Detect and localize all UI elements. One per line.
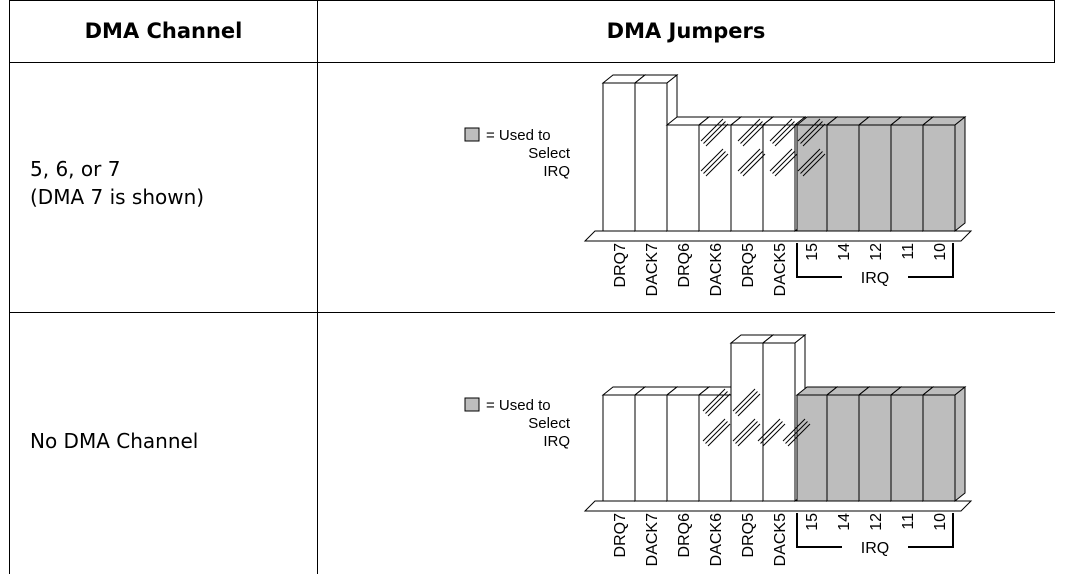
- irq-label-12: 12: [868, 243, 885, 261]
- header-base-ledge: [583, 230, 973, 242]
- header-base-ledge: [583, 500, 973, 512]
- jumper-strap-1: [732, 388, 761, 417]
- pin-label-dack7: DACK7: [644, 243, 661, 296]
- pin-label-drq5: DRQ5: [740, 243, 757, 288]
- pin-label-drq7: DRQ7: [612, 513, 629, 558]
- irq-label-12: 12: [868, 513, 885, 531]
- legend-text-line1: = Used to: [486, 397, 551, 414]
- legend-swatch: [464, 397, 480, 412]
- dma-pin-2-face: [666, 394, 700, 502]
- table-border-top: [9, 0, 1055, 1]
- pin-label-dack5: DACK5: [772, 513, 789, 566]
- legend-swatch: [464, 127, 480, 142]
- jumper-strap-4: [757, 418, 786, 447]
- irq-label-15: 15: [804, 513, 821, 531]
- irq-group-label: IRQ: [861, 540, 889, 557]
- jumper-strap-2: [769, 118, 798, 147]
- dma-pin-1-face: [634, 82, 668, 232]
- row2-channel-cell: No DMA Channel: [30, 427, 198, 455]
- dma-pin-0-face: [602, 82, 636, 232]
- irq-label-10: 10: [932, 513, 949, 531]
- dma-pin-5-face: [762, 124, 796, 232]
- legend-text-line2: Select: [528, 145, 571, 162]
- jumper-strap-1: [737, 118, 766, 147]
- column-divider: [317, 0, 318, 574]
- legend-text-line3: IRQ: [543, 163, 570, 180]
- pin-label-drq5: DRQ5: [740, 513, 757, 558]
- irq-pin-2-face: [858, 124, 892, 232]
- header-base: [583, 230, 973, 242]
- row1-channel-cell: 5, 6, or 7 (DMA 7 is shown): [30, 155, 204, 211]
- legend-text-line2: Select: [528, 415, 571, 432]
- pin-label-dack6: DACK6: [708, 243, 725, 296]
- irq-pin-0-face: [796, 394, 828, 502]
- jumper-strap-5: [782, 418, 811, 447]
- jumper-strap-3: [797, 118, 826, 147]
- table-border-right: [1054, 0, 1055, 62]
- header-base: [583, 500, 973, 512]
- irq-pin-1-face: [826, 394, 860, 502]
- dma-pin-0-face: [602, 394, 636, 502]
- irq-label-11: 11: [900, 243, 917, 260]
- legend-text-line3: IRQ: [543, 433, 570, 450]
- table-border-left: [9, 0, 10, 574]
- jumper-strap-3: [732, 418, 761, 447]
- jumper-strap-0: [702, 388, 731, 417]
- pin-label-drq6: DRQ6: [676, 513, 693, 558]
- pin-label-dack5: DACK5: [772, 243, 789, 296]
- irq-bracket-left: [796, 513, 842, 548]
- header-dma-jumpers: DMA Jumpers: [606, 19, 766, 43]
- jumper-strap-4: [700, 148, 729, 177]
- irq-bracket-left: [796, 243, 842, 278]
- jumper-strap-2: [702, 418, 731, 447]
- irq-label-15: 15: [804, 243, 821, 261]
- irq-pin-4-side: [954, 115, 966, 233]
- row1-channel-line1: 5, 6, or 7: [30, 157, 121, 181]
- jumper-strap-7: [797, 148, 826, 177]
- dma-pin-1-face: [634, 394, 668, 502]
- irq-label-14: 14: [836, 513, 853, 531]
- dma-pin-2-face: [666, 124, 700, 232]
- irq-pin-1-face: [826, 124, 860, 232]
- irq-bracket-right: [908, 513, 954, 548]
- irq-pin-3-face: [890, 124, 924, 232]
- dma-pin-4-face: [730, 342, 764, 502]
- pin-label-drq7: DRQ7: [612, 243, 629, 288]
- irq-pin-4: [921, 115, 967, 233]
- dma-pin-5-face: [762, 342, 796, 502]
- dma-pin-4-face: [730, 124, 764, 232]
- jumper-strap-6: [769, 148, 798, 177]
- irq-pin-4-face: [922, 124, 956, 232]
- irq-pin-0-face: [796, 124, 828, 232]
- pin-label-dack6: DACK6: [708, 513, 725, 566]
- row1-channel-line2: (DMA 7 is shown): [30, 185, 205, 209]
- pin-label-dack7: DACK7: [644, 513, 661, 566]
- irq-pin-4: [921, 385, 967, 503]
- legend-text-line1: = Used to: [486, 127, 551, 144]
- header-dma-channel: DMA Channel: [84, 19, 243, 43]
- irq-label-10: 10: [932, 243, 949, 261]
- irq-pin-4-face: [922, 394, 956, 502]
- irq-bracket-right: [908, 243, 954, 278]
- row2-channel-line1: No DMA Channel: [30, 429, 199, 453]
- irq-label-11: 11: [900, 513, 917, 530]
- irq-pin-3-face: [890, 394, 924, 502]
- header-divider: [9, 62, 1055, 63]
- irq-label-14: 14: [836, 243, 853, 261]
- jumper-strap-0: [700, 118, 729, 147]
- jumper-strap-5: [737, 148, 766, 177]
- irq-group-label: IRQ: [861, 270, 889, 287]
- row-divider: [9, 312, 1055, 313]
- pin-label-drq6: DRQ6: [676, 243, 693, 288]
- irq-pin-4-side: [954, 385, 966, 503]
- irq-pin-2-face: [858, 394, 892, 502]
- dma-pin-3-face: [698, 124, 732, 232]
